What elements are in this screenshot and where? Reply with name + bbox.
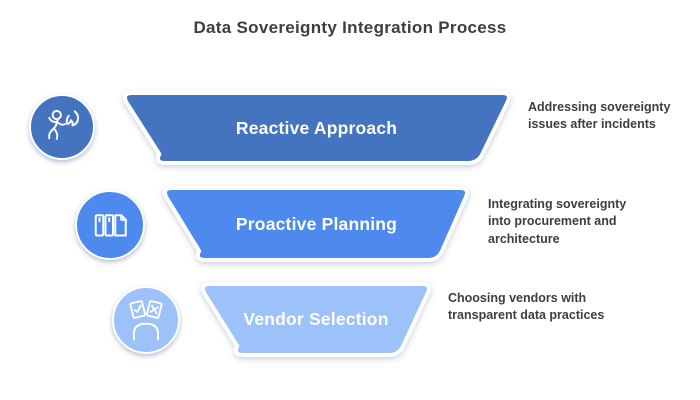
funnel-stage-1-description: Addressing sovereignty issues after inci… — [528, 100, 671, 132]
decision-cards-icon — [129, 300, 163, 341]
running-person-fire-icon — [48, 109, 80, 140]
stage-3-icon-badge — [112, 286, 180, 354]
funnel-stage-3-label: Vendor Selection — [243, 309, 389, 329]
stage-1-icon-badge — [29, 94, 95, 160]
funnel-stage-2-shape — [162, 186, 470, 262]
books-documents-icon — [94, 214, 127, 237]
funnel-stage-3-shape — [200, 282, 432, 357]
stage-2-icon-badge — [75, 190, 145, 260]
page-title: Data Sovereignty Integration Process — [193, 18, 507, 37]
funnel-stage-3-description: Choosing vendors with transparent data p… — [448, 291, 605, 323]
funnel-stage-1-shape — [123, 91, 511, 165]
funnel-stage-2-description: Integrating sovereignty into procurement… — [488, 197, 627, 246]
funnel-stage-2-label: Proactive Planning — [235, 213, 398, 234]
funnel-stage-1-label: Reactive Approach — [235, 117, 398, 138]
